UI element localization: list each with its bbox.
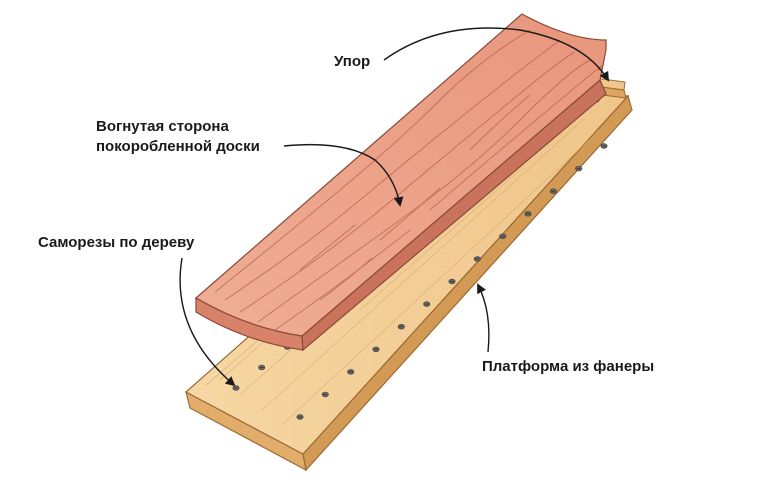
label-screws-text: Саморезы по дереву [38, 234, 195, 251]
leader-stop [383, 27, 610, 82]
warped-board [194, 13, 607, 352]
leader-platform [477, 283, 490, 353]
label-concave-line-1: Вогнутая сторона [96, 118, 229, 135]
label-plywood-platform: Платформа из фанеры [482, 357, 654, 377]
leader-screws [179, 257, 236, 387]
label-wood-screws: Саморезы по дереву [38, 233, 194, 253]
label-stop-text: Упор [334, 53, 371, 70]
leader-concave [283, 143, 404, 207]
label-stop: Упор [334, 52, 370, 72]
leader-lines [179, 27, 610, 387]
label-concave-side: Вогнутая сторона покоробленной доски [96, 117, 260, 157]
label-platform-text: Платформа из фанеры [482, 358, 655, 375]
board-grain [214, 29, 605, 331]
label-concave-line-2: покоробленной доски [96, 138, 260, 155]
